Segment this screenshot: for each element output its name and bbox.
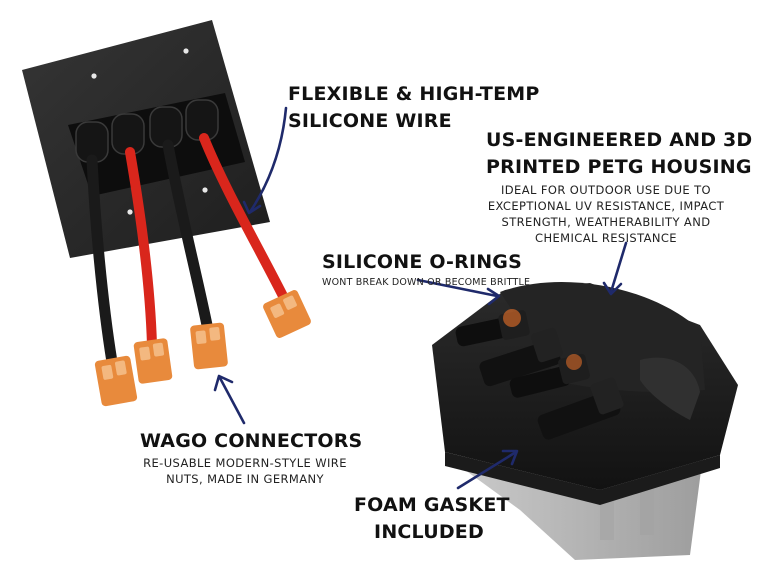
callout-petg-housing: US-ENGINEERED AND 3D PRINTED PETG HOUSIN…	[486, 127, 753, 246]
arrow-icon	[486, 287, 501, 306]
wago-connector	[263, 290, 311, 338]
panel-connector	[479, 327, 563, 387]
callout-gasket: FOAM GASKET INCLUDED	[354, 492, 510, 546]
panel-connector	[455, 309, 530, 347]
arrow-icon	[609, 241, 628, 294]
wago-connector	[190, 322, 228, 370]
arrow-icon	[416, 278, 499, 298]
callout-title: US-ENGINEERED AND 3D PRINTED PETG HOUSIN…	[486, 129, 753, 178]
callout-title: FOAM GASKET INCLUDED	[354, 494, 510, 543]
callout-title: FLEXIBLE & HIGH-TEMP SILICONE WIRE	[288, 83, 540, 132]
plate-screw	[202, 187, 208, 193]
black-wire	[86, 154, 118, 368]
wago-connector	[94, 355, 138, 407]
arrow-icon	[242, 200, 262, 215]
housing-assembly	[432, 281, 738, 560]
callout-arrows	[213, 106, 628, 490]
plate-screw	[91, 73, 97, 79]
callout-description: WONT BREAK DOWN OR BECOME BRITTLE	[322, 277, 531, 288]
arrow-icon	[248, 106, 288, 214]
arrow-icon	[218, 376, 246, 425]
arrow-icon	[456, 450, 518, 490]
plate-screw	[127, 209, 133, 215]
arrow-icon	[501, 449, 519, 466]
foam-gasket	[445, 452, 720, 505]
arrow-icon	[213, 374, 234, 392]
plate-screw	[183, 48, 189, 54]
wago-connector	[133, 338, 173, 384]
callout-silicone-wire: FLEXIBLE & HIGH-TEMP SILICONE WIRE	[288, 81, 539, 135]
callout-title: SILICONE O-RINGS	[322, 251, 522, 273]
callout-wago: WAGO CONNECTORS RE-USABLE MODERN-STYLE W…	[140, 428, 363, 487]
housing-hood-edge	[640, 357, 700, 420]
wall-plate-assembly	[22, 20, 311, 407]
black-wire	[162, 139, 214, 336]
panel-connector	[537, 377, 624, 440]
red-wire	[125, 147, 157, 350]
panel-connector	[509, 353, 590, 398]
callout-o-rings: SILICONE O-RINGS WONT BREAK DOWN OR BECO…	[322, 249, 531, 289]
callout-title: WAGO CONNECTORS	[140, 430, 363, 452]
arrow-icon	[602, 281, 623, 296]
red-wire	[199, 133, 290, 305]
callout-description: IDEAL FOR OUTDOOR USE DUE TO EXCEPTIONAL…	[487, 183, 725, 245]
callout-description: RE-USABLE MODERN-STYLE WIRE NUTS, MADE I…	[143, 456, 347, 486]
